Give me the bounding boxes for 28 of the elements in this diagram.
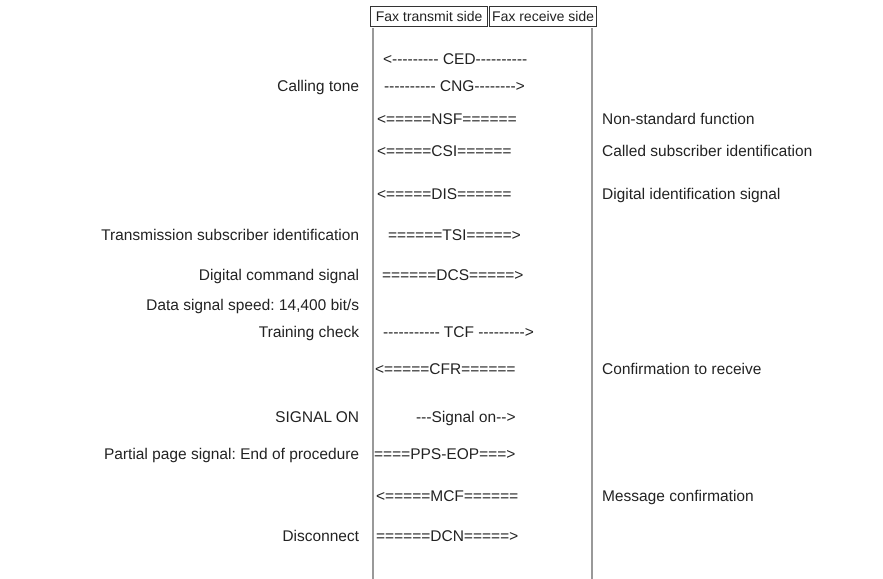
signal-description: Confirmation to receive	[602, 360, 762, 380]
header-box: Fax transmit side	[370, 6, 488, 27]
signal-arrow-text: <--------- CED----------	[383, 50, 528, 70]
signal-arrow-text: ---Signal on-->	[416, 408, 516, 428]
signal-description: Non-standard function	[602, 110, 755, 130]
signal-arrow-text: ======DCN=====>	[376, 527, 518, 547]
signal-arrow-text: ====PPS-EOP===>	[374, 445, 516, 465]
step-description: Data signal speed: 14,400 bit/s	[146, 296, 359, 316]
step-description: Training check	[258, 323, 359, 343]
step-description: Partial page signal: End of procedure	[104, 445, 359, 465]
step-description: Digital command signal	[198, 266, 359, 286]
header-box: Fax receive side	[489, 6, 597, 27]
signal-arrow-text: ---------- CNG-------->	[384, 77, 525, 97]
signal-description: Called subscriber identification	[602, 142, 812, 162]
signal-description: Message confirmation	[602, 487, 754, 507]
signal-arrow-text: ======DCS=====>	[382, 266, 524, 286]
signal-arrow-text: <=====DIS======	[377, 185, 512, 205]
step-description: Disconnect	[282, 527, 359, 547]
signal-arrow-text: <=====CFR======	[375, 360, 516, 380]
signal-arrow-text: <=====CSI======	[377, 142, 512, 162]
signal-arrow-text: ======TSI=====>	[388, 226, 521, 246]
signal-arrow-text: <=====NSF======	[377, 110, 517, 130]
step-description: SIGNAL ON	[275, 408, 359, 428]
step-description: Calling tone	[277, 77, 359, 97]
signal-description: Digital identification signal	[602, 185, 780, 205]
step-description: Transmission subscriber identification	[101, 226, 359, 246]
signal-arrow-text: <=====MCF======	[376, 487, 518, 507]
signal-arrow-text: ----------- TCF --------->	[383, 323, 534, 343]
